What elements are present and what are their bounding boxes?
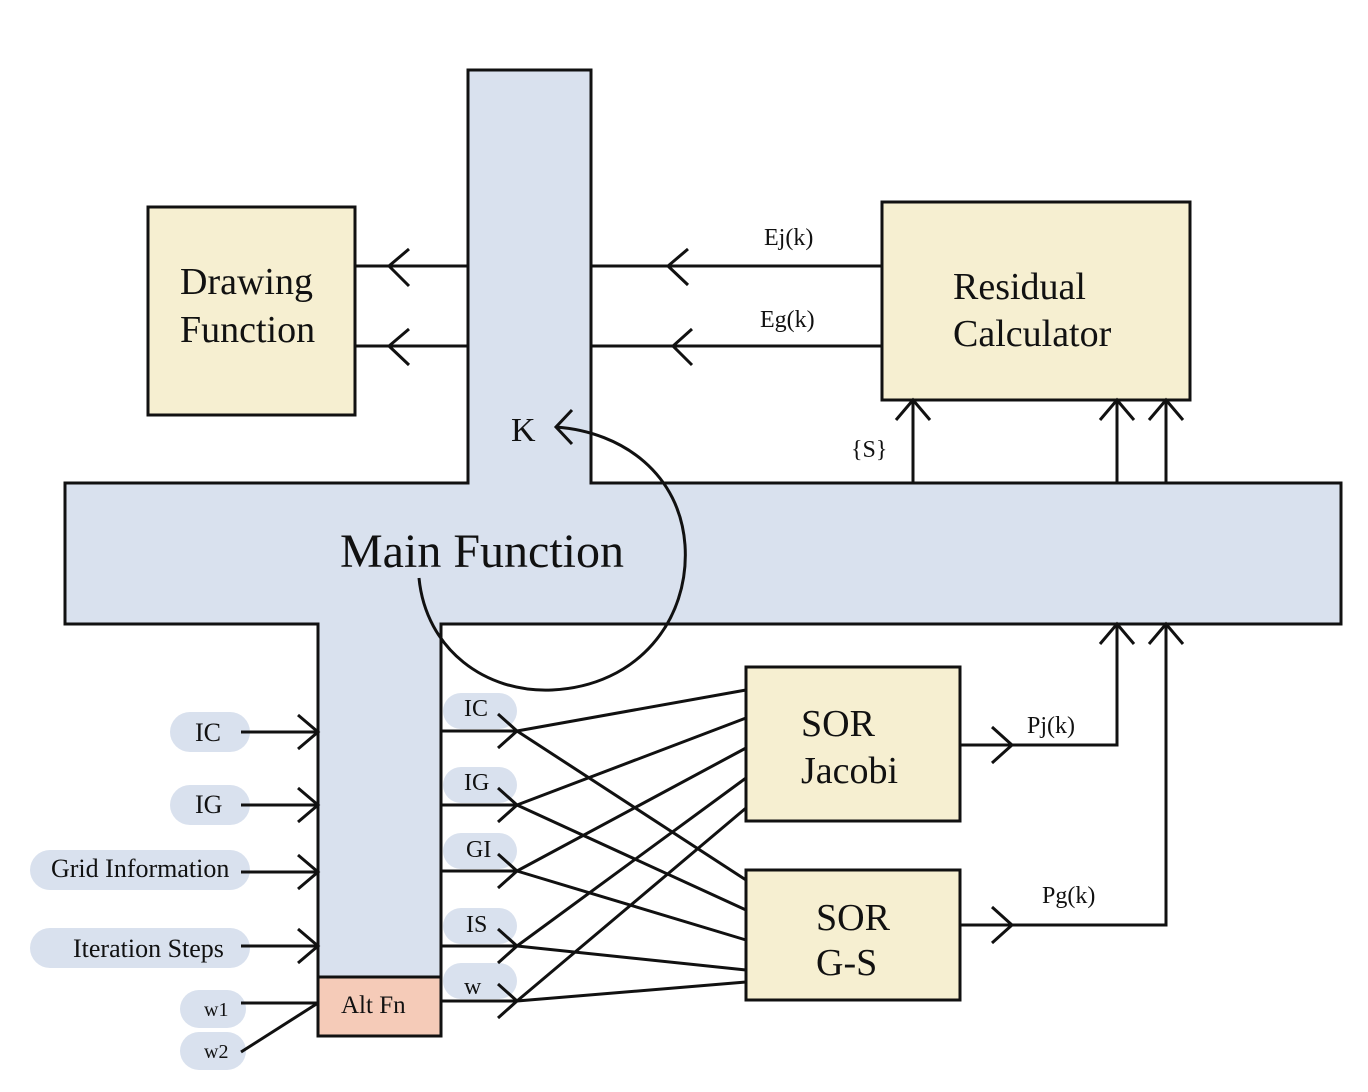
ej-label: Ej(k) <box>764 225 813 251</box>
drawing-function-line1: Drawing <box>180 261 313 303</box>
main-to-drawing-arrows <box>355 247 468 367</box>
alt-fn-box <box>316 975 443 1038</box>
main-function-label: Main Function <box>340 525 624 578</box>
residual-calculator-line1: Residual <box>953 266 1086 308</box>
sor-gs-line1: SOR <box>816 897 891 939</box>
residual-to-main-arrows <box>591 247 882 367</box>
sor-gs-box <box>744 868 962 1002</box>
output-gi-label: GI <box>466 837 491 863</box>
sor-jacobi-line2: Jacobi <box>801 750 898 792</box>
output-pills <box>443 693 517 999</box>
input-pills <box>30 712 250 1070</box>
input-iteration-steps-label: Iteration Steps <box>73 934 224 963</box>
input-ic-label: IC <box>195 718 221 747</box>
output-ic-label: IC <box>464 696 488 722</box>
pg-label: Pg(k) <box>1042 883 1095 909</box>
main-function-shape <box>63 68 1343 980</box>
pj-label: Pj(k) <box>1027 713 1075 739</box>
input-grid-information-label: Grid Information <box>51 854 229 883</box>
residual-calculator-line2: Calculator <box>953 313 1112 355</box>
sor-gs-line2: G-S <box>816 942 877 984</box>
sor-jacobi-line1: SOR <box>801 703 876 745</box>
drawing-function-box <box>146 205 357 417</box>
drawing-function-line2: Function <box>180 309 315 351</box>
output-is-label: IS <box>466 912 487 938</box>
sor-jacobi-box <box>744 665 962 823</box>
input-ig-label: IG <box>195 790 222 819</box>
input-w1-label: w1 <box>204 999 228 1021</box>
input-w2-label: w2 <box>204 1041 228 1063</box>
sor-to-main-arrows <box>960 621 1185 945</box>
k-loop-arrow <box>417 408 687 692</box>
output-ig-label: IG <box>464 770 489 796</box>
k-label: K <box>511 412 536 449</box>
fan-out-lines <box>516 688 747 1003</box>
main-to-residual-arrows <box>894 397 1185 483</box>
s-label: {S} <box>851 437 887 463</box>
eg-label: Eg(k) <box>760 307 815 333</box>
input-arrows <box>240 713 321 1054</box>
residual-calculator-box <box>880 200 1192 402</box>
alt-fn-label: Alt Fn <box>341 992 406 1019</box>
output-w-label: w <box>464 974 482 1000</box>
